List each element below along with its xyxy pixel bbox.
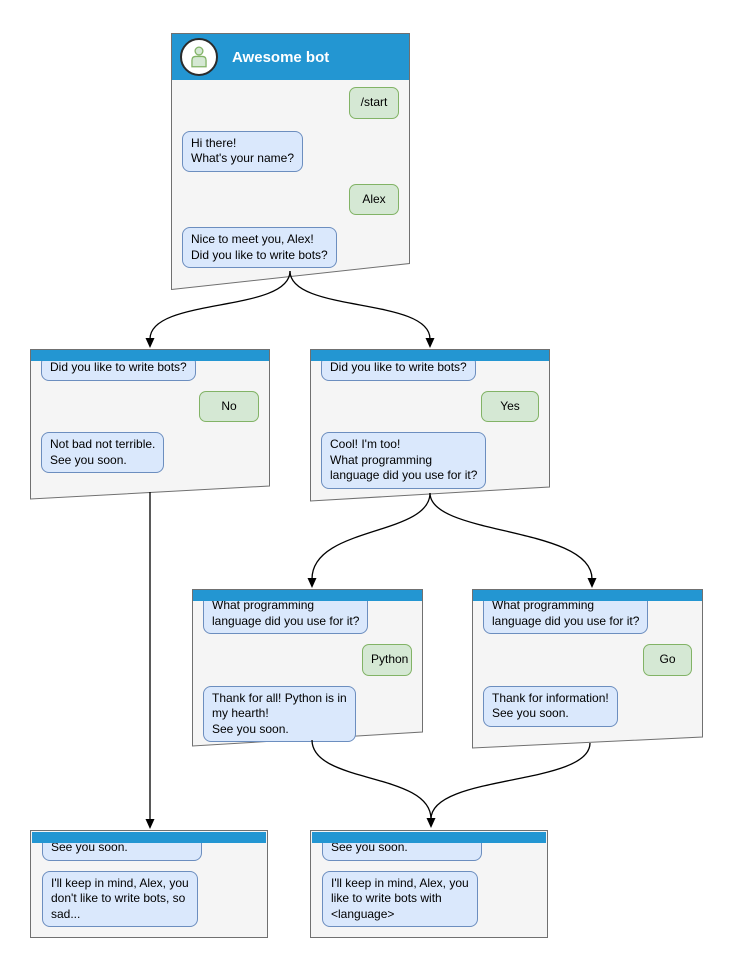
- bot-message-bubble: Hi there! What's your name?: [182, 130, 304, 172]
- bot-message-bubble: Not bad not terrible. See you soon.: [41, 432, 165, 473]
- bot-message-bubble: Thank for all! Python is in my hearth! S…: [203, 685, 356, 742]
- bot-message-bubble: Cool! I'm too! What programming language…: [321, 432, 487, 489]
- chat-window-branch-no: Did you like to write bots? No Not bad n…: [30, 349, 270, 500]
- chat-window-end-no: See you soon. I'll keep in mind, Alex, y…: [30, 830, 268, 938]
- arrow-yes-to-python: [311, 492, 431, 580]
- user-message-bubble: /start: [349, 87, 399, 119]
- user-message-bubble: Yes: [481, 390, 539, 422]
- chat-window-end-language: See you soon. I'll keep in mind, Alex, y…: [310, 830, 548, 938]
- window-header: [473, 590, 702, 601]
- arrow-python-to-end: [311, 739, 432, 820]
- chat-window-branch-go: What programming language did you use fo…: [472, 589, 703, 749]
- chat-window-main: Awesome bot /start Hi there! What's your…: [171, 33, 410, 290]
- window-header: [32, 832, 266, 843]
- bot-message-bubble: I'll keep in mind, Alex, you don't like …: [42, 870, 198, 927]
- arrowhead: [145, 819, 155, 829]
- arrowhead: [426, 818, 436, 828]
- bot-avatar: [180, 38, 218, 76]
- chat-window-branch-yes: Did you like to write bots? Yes Cool! I'…: [310, 349, 550, 502]
- arrowhead: [425, 338, 435, 348]
- arrowhead: [587, 578, 597, 588]
- window-header: [311, 350, 549, 361]
- bot-message-bubble: Nice to meet you, Alex! Did you like to …: [182, 227, 337, 268]
- window-header: Awesome bot: [172, 34, 409, 80]
- window-header: [31, 350, 269, 361]
- window-title: Awesome bot: [232, 48, 330, 66]
- arrow-go-to-end: [430, 742, 591, 820]
- window-header: [193, 590, 422, 601]
- window-header: [312, 832, 546, 843]
- user-message-bubble: Alex: [349, 183, 399, 215]
- arrowhead: [145, 338, 155, 348]
- arrowhead: [307, 578, 317, 588]
- user-message-bubble: No: [199, 390, 259, 422]
- user-message-bubble: Go: [643, 644, 692, 676]
- person-icon: [191, 46, 207, 68]
- arrow-yes-to-go: [429, 492, 593, 580]
- bot-message-bubble: Thank for information! See you soon.: [483, 685, 618, 727]
- user-message-bubble: Python: [362, 644, 412, 676]
- bot-message-bubble: I'll keep in mind, Alex, you like to wri…: [322, 870, 478, 927]
- chat-window-branch-python: What programming language did you use fo…: [192, 589, 423, 747]
